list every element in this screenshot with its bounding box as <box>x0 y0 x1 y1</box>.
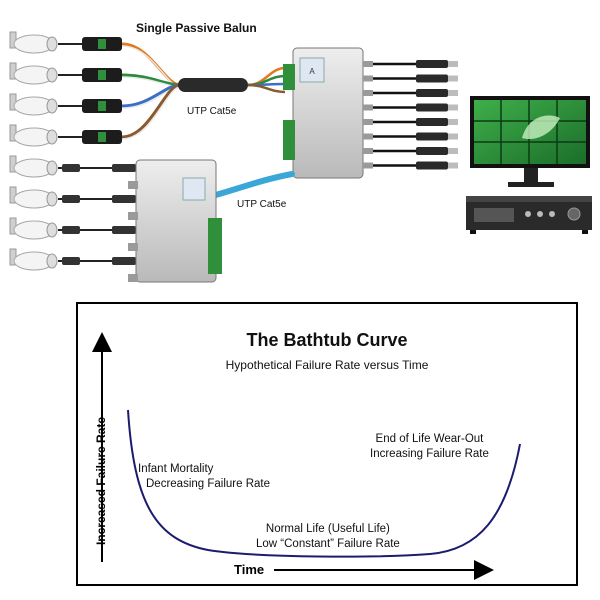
camera-icon <box>9 248 58 271</box>
hub-b-port-icon <box>128 243 138 251</box>
cctv-balun-diagram: A <box>9 31 592 283</box>
infant-mortality-annotation: Infant Mortality Decreasing Failure Rate <box>138 462 270 492</box>
wear-line-2: Increasing Failure Rate <box>370 448 489 460</box>
single-balun-icon <box>82 68 122 82</box>
monitor <box>470 96 590 187</box>
normal-line-2: Low “Constant” Failure Rate <box>256 538 400 550</box>
blue-utp-cable <box>209 171 295 199</box>
x-axis-label: Time <box>234 562 265 577</box>
bnc-connector-icon <box>363 89 458 97</box>
normal-line-1: Normal Life (Useful Life) <box>265 523 390 535</box>
bnc-connector-icon <box>363 118 458 126</box>
svg-text:A: A <box>309 67 315 76</box>
camera-icon <box>9 93 58 116</box>
bnc-connector-icon <box>363 60 458 68</box>
camera-icon <box>9 62 58 85</box>
bnc-connector-icon <box>363 74 458 83</box>
hub-b-port-icon <box>128 181 138 189</box>
infant-line-1: Infant Mortality <box>138 463 214 475</box>
curve-title: The Bathtub Curve <box>246 330 408 350</box>
y-axis-label: Increased Failure Rate <box>94 416 108 546</box>
bnc-connector-icon <box>363 147 458 155</box>
wear-out-annotation: End of Life Wear-Out Increasing Failure … <box>370 432 489 462</box>
hub-bnc-connectors <box>363 60 458 170</box>
bnc-connector-icon <box>363 132 458 141</box>
camera-icon <box>9 124 58 147</box>
dvr-recorder <box>466 196 592 234</box>
camera-icon <box>9 217 58 240</box>
normal-life-annotation: Normal Life (Useful Life) Low “Constant”… <box>256 522 400 552</box>
bnc-connector-icon <box>363 161 458 170</box>
utp-bundle-cable <box>178 78 248 92</box>
single-passive-balun-label: Single Passive Balun <box>136 21 257 35</box>
infant-line-2: Decreasing Failure Rate <box>146 478 271 490</box>
camera-icon <box>9 186 58 209</box>
passive-balun-group <box>62 37 136 265</box>
balun-hub-a: A <box>283 47 364 179</box>
camera-icon <box>9 155 58 178</box>
single-balun-icon <box>82 37 122 51</box>
balun-hub-b <box>135 159 222 283</box>
bnc-plug-icon <box>62 226 136 234</box>
hub-b-bnc-connectors <box>128 181 138 282</box>
single-balun-icon <box>82 99 122 113</box>
bnc-plug-icon <box>62 195 136 203</box>
utp-cable-label-bottom: UTP Cat5e <box>237 199 287 210</box>
hub-b-port-icon <box>128 274 138 282</box>
hub-input-wire <box>247 83 286 94</box>
bnc-plug-icon <box>62 257 136 265</box>
curve-subtitle: Hypothetical Failure Rate versus Time <box>225 358 429 372</box>
wear-line-1: End of Life Wear-Out <box>375 433 484 445</box>
bathtub-curve-panel: The Bathtub Curve Hypothetical Failure R… <box>76 302 578 586</box>
bnc-connector-icon <box>363 103 458 112</box>
single-balun-icon <box>82 130 122 144</box>
bathtub-curve-graphic <box>92 332 521 580</box>
bathtub-curve-line <box>127 409 521 558</box>
camera-icon <box>9 31 58 54</box>
bnc-plug-icon <box>62 164 136 172</box>
hub-b-port-icon <box>128 212 138 220</box>
utp-cable-label-top: UTP Cat5e <box>187 106 237 117</box>
camera-group <box>9 31 58 271</box>
